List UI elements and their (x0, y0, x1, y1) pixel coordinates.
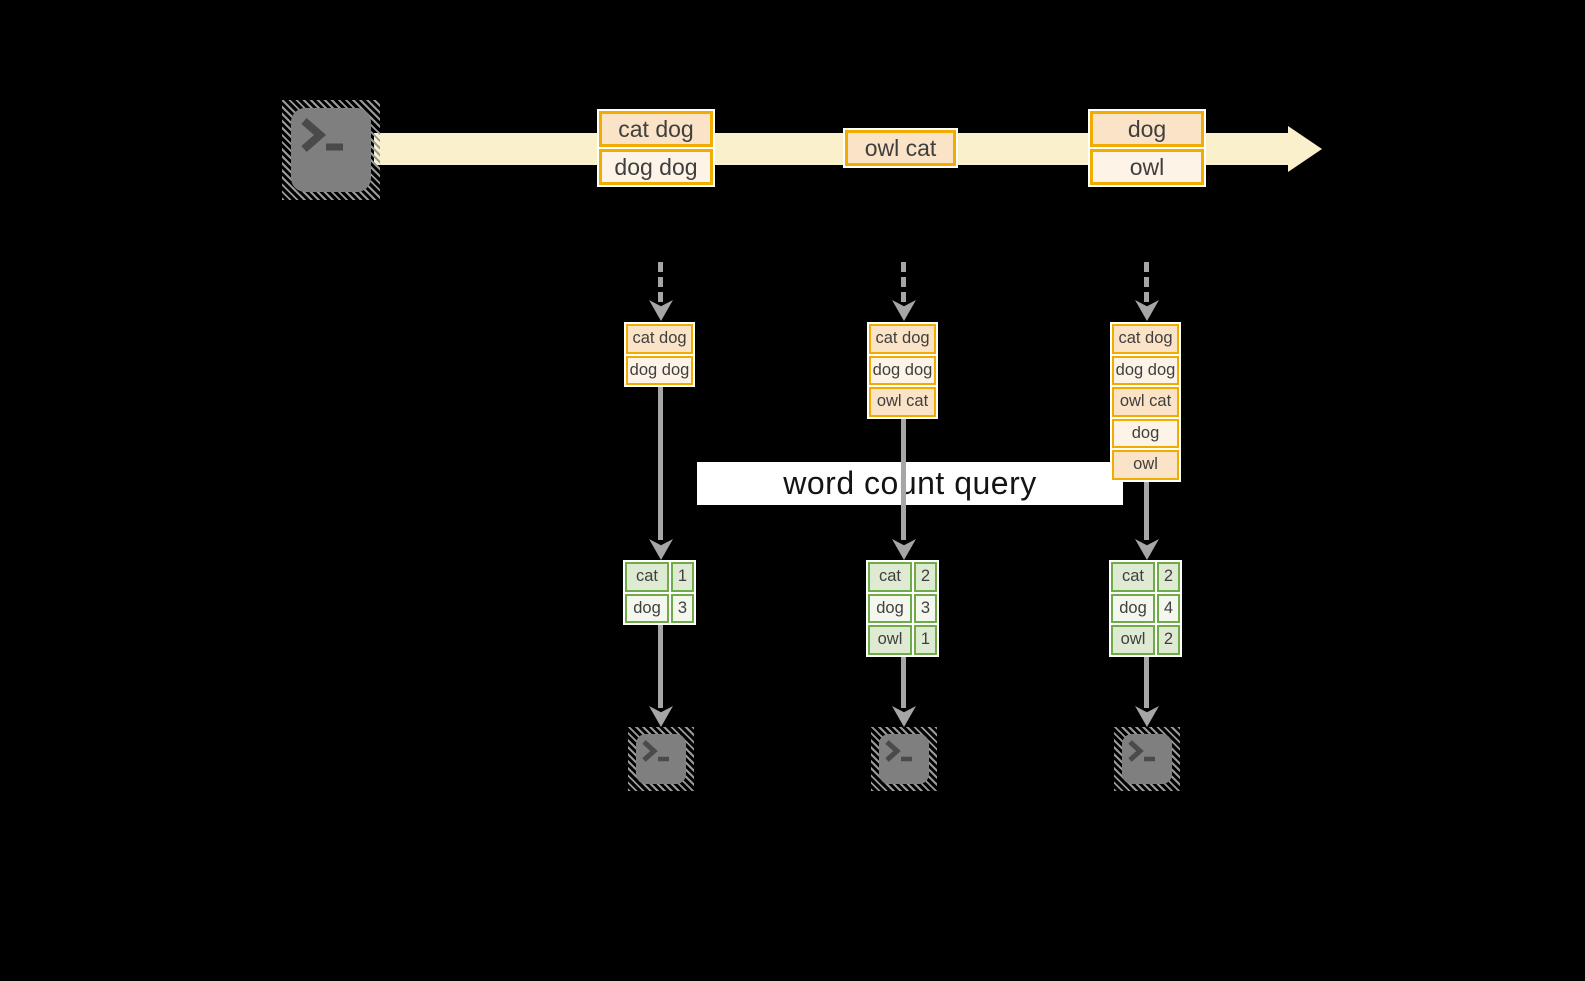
count-cell: 3 (914, 593, 937, 623)
sink-terminal-icon-3 (1114, 727, 1180, 791)
query-arrow-line-3 (1144, 482, 1149, 540)
word-cell: owl (868, 625, 912, 655)
record: owl (1090, 149, 1204, 185)
count-cell: 2 (1157, 625, 1180, 655)
stream-arrowhead-icon (1288, 126, 1322, 172)
source-terminal-icon (282, 100, 380, 200)
record: dog dog (599, 149, 713, 185)
buffer-stack-1: cat dog dog dog (624, 322, 695, 387)
buffer-stack-2: cat dog dog dog owl cat (867, 322, 938, 419)
count-cell: 3 (671, 593, 694, 623)
record: owl cat (845, 130, 956, 166)
sink-arrowhead-icon-3 (1135, 706, 1159, 727)
stream-event-1: cat dog dog dog (597, 109, 715, 187)
sink-arrow-line-2 (901, 657, 906, 708)
word-cell: dog (1111, 593, 1155, 623)
query-arrow-line-2 (901, 418, 906, 540)
prompt-glyph-icon (642, 740, 669, 762)
count-table-3: cat 2 dog 4 owl 2 (1109, 560, 1182, 657)
stream-event-3: dog owl (1088, 109, 1206, 187)
record: cat dog (599, 111, 713, 147)
count-cell: 1 (914, 625, 937, 655)
word-cell: cat (868, 562, 912, 592)
query-label: word count query (783, 465, 1037, 501)
word-cell: cat (625, 562, 669, 592)
record: dog (1090, 111, 1204, 147)
sink-arrow-line-1 (658, 625, 663, 708)
word-cell: dog (868, 593, 912, 623)
sink-terminal-icon-2 (871, 727, 937, 791)
record: dog dog (626, 355, 693, 385)
prompt-glyph-icon (885, 740, 912, 762)
query-arrowhead-icon-2 (892, 539, 916, 560)
count-cell: 2 (1157, 562, 1180, 592)
count-cell: 1 (671, 562, 694, 592)
buffer-stack-3: cat dog dog dog owl cat dog owl (1110, 322, 1181, 482)
ingest-arrow-line-2 (901, 262, 906, 302)
record: cat dog (626, 324, 693, 354)
word-cell: dog (625, 593, 669, 623)
record: owl cat (869, 387, 936, 417)
prompt-glyph-icon (301, 117, 343, 153)
record: dog dog (1112, 355, 1179, 385)
count-cell: 2 (914, 562, 937, 592)
ingest-arrowhead-icon-1 (649, 300, 673, 321)
sink-arrowhead-icon-2 (892, 706, 916, 727)
prompt-glyph-icon (1128, 740, 1155, 762)
query-arrow-line-1 (658, 387, 663, 540)
stream-event-2: owl cat (843, 128, 958, 168)
ingest-arrowhead-icon-3 (1135, 300, 1159, 321)
ingest-arrow-line-1 (658, 262, 663, 302)
record: dog dog (869, 355, 936, 385)
sink-arrow-line-3 (1144, 657, 1149, 708)
record: dog (1112, 418, 1179, 448)
count-table-2: cat 2 dog 3 owl 1 (866, 560, 939, 657)
ingest-arrowhead-icon-2 (892, 300, 916, 321)
record: owl cat (1112, 387, 1179, 417)
sink-terminal-icon-1 (628, 727, 694, 791)
record: cat dog (1112, 324, 1179, 354)
query-arrowhead-icon-3 (1135, 539, 1159, 560)
count-cell: 4 (1157, 593, 1180, 623)
ingest-arrow-line-3 (1144, 262, 1149, 302)
word-cell: cat (1111, 562, 1155, 592)
record: owl (1112, 450, 1179, 480)
query-label-band: word count query (697, 462, 1123, 505)
word-cell: owl (1111, 625, 1155, 655)
query-arrowhead-icon-1 (649, 539, 673, 560)
sink-arrowhead-icon-1 (649, 706, 673, 727)
record: cat dog (869, 324, 936, 354)
count-table-1: cat 1 dog 3 (623, 560, 696, 625)
